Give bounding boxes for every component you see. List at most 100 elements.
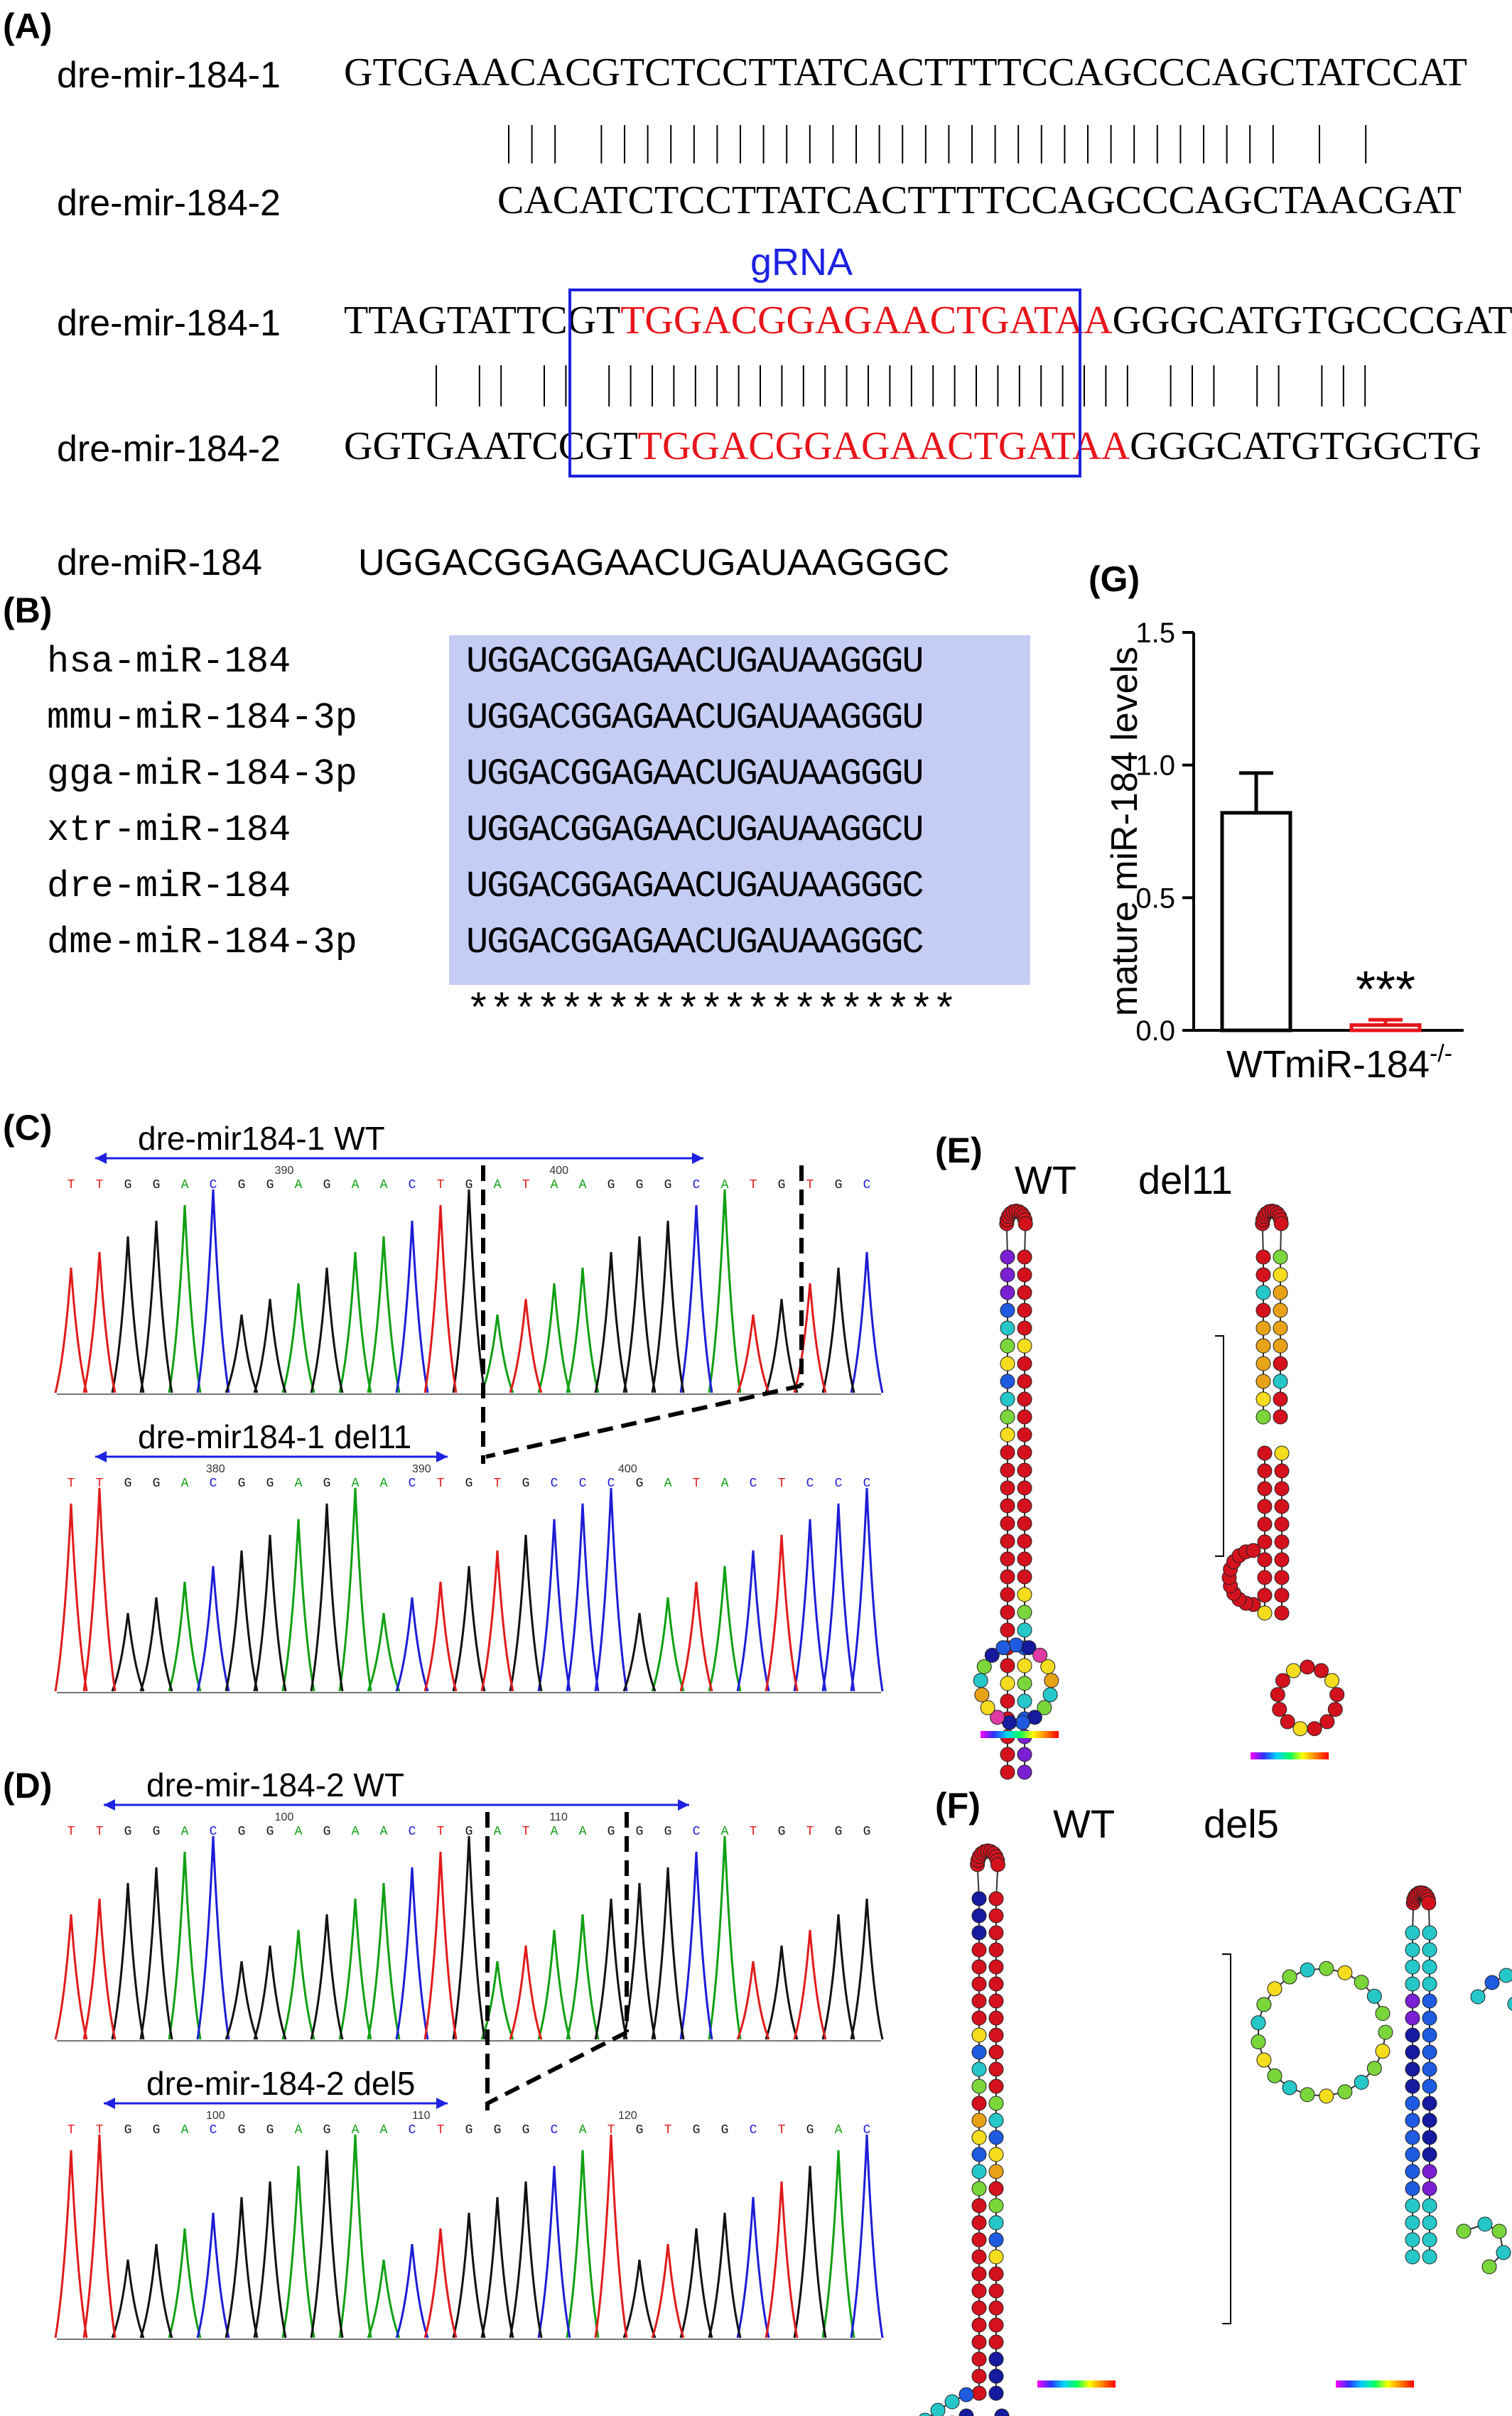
base-call: A <box>181 1178 189 1192</box>
base-call: G <box>323 1178 331 1192</box>
base-call: T <box>437 1477 445 1491</box>
nucleotide <box>971 2283 987 2299</box>
base-call: A <box>579 2123 587 2137</box>
nucleotide <box>971 1976 987 1992</box>
nucleotide <box>1273 1374 1288 1389</box>
species-name: dme-miR-184-3p <box>47 922 357 964</box>
nucleotide <box>1491 2223 1507 2239</box>
nucleotide <box>1257 1481 1273 1496</box>
nucleotide <box>971 2164 987 2179</box>
nucleotide <box>988 2317 1004 2333</box>
track-label-del: dre-mir-184-2 del5 <box>146 2065 415 2102</box>
nucleotide <box>980 1700 995 1715</box>
nucleotide <box>988 2010 1004 2026</box>
nucleotide <box>1017 1249 1032 1265</box>
nucleotide <box>1354 1975 1369 1990</box>
base-call: G <box>778 1825 786 1839</box>
nucleotide <box>1422 2010 1437 2026</box>
base-call: G <box>863 1825 871 1839</box>
base-call: A <box>721 1825 729 1839</box>
base-call: T <box>68 1477 75 1491</box>
position-tick: 390 <box>275 1165 294 1177</box>
nucleotide <box>1256 1320 1271 1336</box>
x-tick-label: WT <box>1226 1043 1286 1086</box>
base-call: T <box>750 1825 757 1839</box>
nucleotide <box>1274 1570 1290 1585</box>
nucleotide <box>971 2044 987 2060</box>
arrow-head <box>678 1799 689 1811</box>
base-call: G <box>835 1178 843 1192</box>
base-call: G <box>835 1825 843 1839</box>
nucleotide <box>971 2300 987 2316</box>
nucleotide <box>1256 1303 1271 1318</box>
base-call: A <box>352 1178 360 1192</box>
nucleotide <box>1017 1303 1032 1318</box>
nucleotide <box>1000 1658 1015 1673</box>
position-tick: 400 <box>549 1165 568 1177</box>
base-call: G <box>721 2123 729 2137</box>
base-call: G <box>323 1825 331 1839</box>
y-tick-label: 0.0 <box>1135 1015 1175 1047</box>
nucleotide <box>1354 2074 1369 2090</box>
nucleotide <box>1422 2078 1437 2094</box>
base-call: G <box>522 1477 530 1491</box>
nucleotide <box>1256 2052 1272 2068</box>
nucleotide <box>1267 2068 1282 2083</box>
base-call: G <box>323 1477 331 1491</box>
nucleotide <box>1273 1303 1288 1318</box>
nucleotide <box>971 1993 987 2009</box>
nucleotide <box>1498 1968 1512 1983</box>
nucleotide <box>1378 2024 1393 2040</box>
nucleotide <box>1405 2044 1420 2060</box>
base-call: C <box>863 2123 871 2137</box>
y-axis-label: mature miR-184 levels <box>1104 647 1145 1016</box>
base-call: C <box>210 1477 217 1491</box>
nucleotide <box>1000 1622 1015 1638</box>
nucleotide <box>971 2027 987 2043</box>
nucleotide <box>1017 1533 1032 1549</box>
base-call: A <box>551 1178 558 1192</box>
nucleotide <box>1008 1637 1024 1653</box>
nucleotide <box>1256 1391 1271 1407</box>
panel-f-label: (F) <box>935 1786 981 1826</box>
nucleotide <box>1000 1569 1015 1585</box>
nucleotide <box>1319 1961 1334 1976</box>
base-call: G <box>636 1477 644 1491</box>
base-call: T <box>437 1178 445 1192</box>
nucleotide <box>1017 1676 1032 1691</box>
nucleotide <box>1319 2088 1334 2104</box>
base-call: A <box>579 1825 587 1839</box>
nucleotide <box>1280 1714 1295 1730</box>
nucleotide <box>971 2147 987 2162</box>
panel-e-del-label: del11 <box>1138 1158 1233 1202</box>
panel-e-label: (E) <box>935 1131 983 1170</box>
base-call: C <box>750 1477 757 1491</box>
position-tick: 390 <box>412 1463 431 1475</box>
nucleotide <box>971 1959 987 1975</box>
arrow-head <box>95 1451 107 1462</box>
nucleotide <box>1017 1374 1032 1389</box>
nucleotide <box>1000 1374 1015 1389</box>
base-call: A <box>835 2123 843 2137</box>
grna-box <box>568 288 1081 478</box>
nucleotide <box>988 1959 1004 1975</box>
nucleotide <box>971 2266 987 2282</box>
base-call: G <box>124 2123 132 2137</box>
nucleotide <box>1422 2061 1437 2077</box>
nucleotide <box>1256 1409 1271 1425</box>
base-call: G <box>153 1477 161 1491</box>
nucleotide <box>1405 2147 1420 2162</box>
base-call: A <box>181 1477 189 1491</box>
base-call: G <box>465 1178 473 1192</box>
nucleotide <box>944 2394 960 2410</box>
nucleotide <box>1000 1391 1015 1407</box>
nucleotide <box>1017 1216 1033 1231</box>
base-call: G <box>153 1178 161 1192</box>
mature-seq: UGGACGGAGAACUGAUAAGGGC <box>358 542 950 583</box>
nucleotide <box>1405 1925 1420 1941</box>
nucleotide <box>988 2113 1004 2128</box>
nucleotide <box>1422 2215 1437 2231</box>
nucleotide <box>1422 2181 1437 2196</box>
position-tick: 380 <box>206 1463 225 1475</box>
